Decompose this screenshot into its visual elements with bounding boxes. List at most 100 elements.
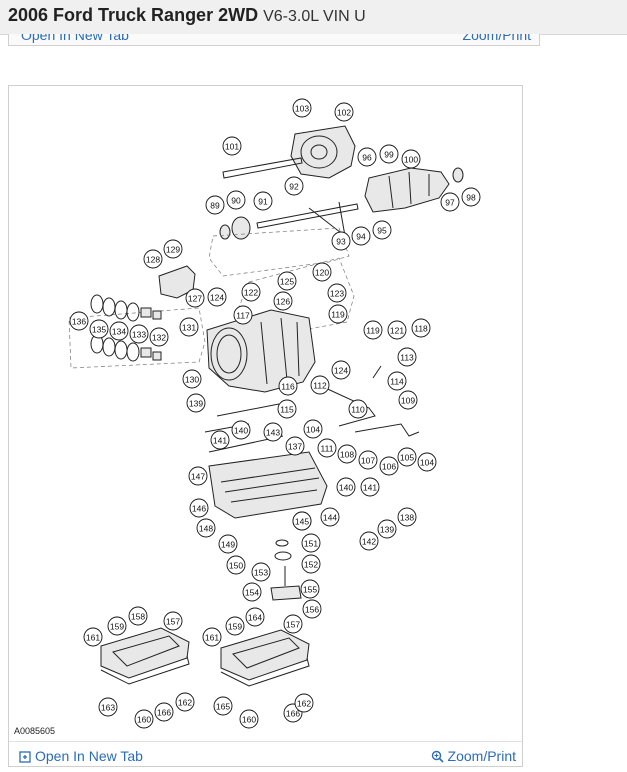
callout-165: 165 [213, 696, 233, 716]
callout-number: 129 [166, 245, 180, 255]
callout-114: 114 [387, 371, 407, 391]
callout-number: 95 [377, 226, 387, 236]
callout-number: 165 [216, 702, 230, 712]
callout-number: 148 [199, 524, 213, 534]
callout-119: 119 [363, 320, 383, 340]
callout-157: 157 [283, 614, 303, 634]
callout-143: 143 [263, 422, 283, 442]
callout-147: 147 [188, 466, 208, 486]
callout-number: 113 [400, 353, 414, 363]
callout-137: 137 [285, 436, 305, 456]
callout-number: 115 [280, 405, 294, 415]
callout-number: 106 [382, 462, 396, 472]
callout-161: 161 [83, 627, 103, 647]
callout-number: 150 [229, 561, 243, 571]
bell-housing [290, 125, 356, 179]
callout-number: 117 [236, 311, 250, 321]
callout-127: 127 [185, 288, 205, 308]
callout-number: 130 [185, 375, 199, 385]
callout-number: 134 [112, 327, 126, 337]
callout-154: 154 [242, 582, 262, 602]
callout-106: 106 [379, 456, 399, 476]
callout-number: 126 [276, 297, 290, 307]
callout-number: 141 [363, 483, 377, 493]
callout-number: 140 [339, 483, 353, 493]
callout-148: 148 [196, 518, 216, 538]
callout-number: 99 [384, 150, 394, 160]
callout-number: 124 [334, 366, 348, 376]
callout-157: 157 [163, 611, 183, 631]
callout-140: 140 [231, 420, 251, 440]
callout-number: 137 [288, 442, 302, 452]
callout-128: 128 [143, 249, 163, 269]
callout-number: 102 [337, 108, 351, 118]
callout-94: 94 [351, 226, 371, 246]
callout-number: 111 [321, 444, 334, 454]
callout-number: 104 [420, 458, 434, 468]
callout-153: 153 [251, 562, 271, 582]
callout-130: 130 [182, 369, 202, 389]
callout-123: 123 [327, 283, 347, 303]
callout-number: 139 [380, 525, 394, 535]
callout-number: 119 [331, 310, 345, 320]
callout-100: 100 [401, 149, 421, 169]
callout-number: 158 [131, 612, 145, 622]
callout-155: 155 [300, 579, 320, 599]
callout-121: 121 [387, 320, 407, 340]
callout-number: 141 [213, 436, 227, 446]
oil-pan-right [220, 629, 310, 687]
callout-number: 89 [210, 201, 220, 211]
callout-number: 140 [234, 426, 248, 436]
callout-124: 124 [331, 360, 351, 380]
callout-number: 94 [356, 232, 366, 242]
callout-105: 105 [397, 447, 417, 467]
vehicle-title: 2006 Ford Truck Ranger 2WD [8, 5, 259, 25]
callout-101: 101 [222, 136, 242, 156]
previous-zoom-print-link[interactable]: Zoom/Print [462, 34, 531, 43]
callout-126: 126 [273, 291, 293, 311]
callout-number: 138 [400, 513, 414, 523]
callout-118: 118 [411, 318, 431, 338]
callout-93: 93 [331, 231, 351, 251]
open-in-new-tab-link[interactable]: Open In New Tab [19, 748, 143, 764]
callout-152: 152 [301, 554, 321, 574]
callout-90: 90 [226, 190, 246, 210]
gear-set [219, 216, 251, 240]
callout-110: 110 [348, 399, 368, 419]
callout-162: 162 [294, 693, 314, 713]
callout-150: 150 [226, 555, 246, 575]
image-code: A0085605 [14, 726, 56, 736]
callout-number: 131 [182, 323, 196, 333]
callout-151: 151 [301, 533, 321, 553]
callout-134: 134 [109, 321, 129, 341]
callout-133: 133 [129, 324, 149, 344]
callout-number: 162 [297, 699, 311, 709]
callout-number: 166 [157, 708, 171, 718]
callout-number: 154 [245, 588, 259, 598]
callout-number: 90 [231, 196, 241, 206]
zoom-print-link[interactable]: Zoom/Print [431, 748, 516, 764]
callout-103: 103 [292, 98, 312, 118]
callout-number: 160 [137, 715, 151, 725]
output-shaft [256, 201, 359, 237]
callout-number: 107 [361, 456, 375, 466]
previous-open-in-new-tab-link[interactable]: Open In New Tab [21, 34, 129, 43]
callout-number: 166 [286, 709, 300, 719]
callout-number: 159 [110, 622, 124, 632]
callout-number: 122 [244, 288, 258, 298]
callout-number: 103 [295, 104, 309, 114]
callout-number: 139 [189, 399, 203, 409]
callout-120: 120 [312, 262, 332, 282]
callout-116: 116 [278, 376, 298, 396]
callout-number: 144 [323, 513, 337, 523]
callout-113: 113 [397, 347, 417, 367]
callout-number: 152 [304, 560, 318, 570]
callout-number: 157 [166, 617, 180, 627]
callout-number: 159 [228, 622, 242, 632]
callout-112: 112 [310, 375, 330, 395]
transmission-case [206, 309, 316, 393]
callout-104: 104 [303, 419, 323, 439]
